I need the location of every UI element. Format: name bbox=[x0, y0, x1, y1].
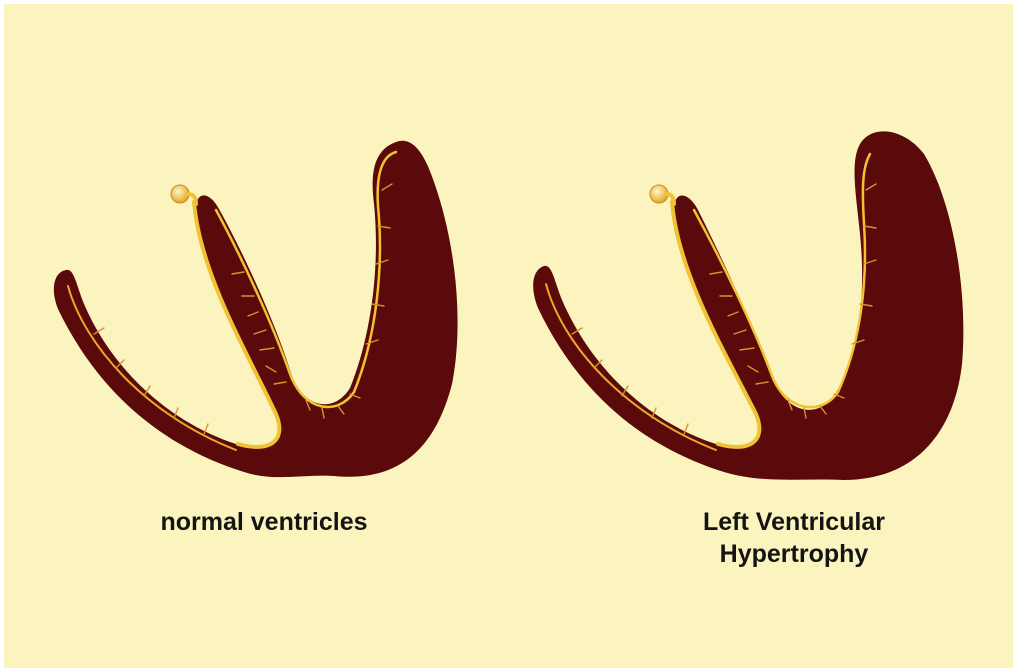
lvh-caption-line2: Hypertrophy bbox=[614, 538, 974, 570]
diagram-canvas: normal ventricles Left Ventricular Hyper… bbox=[4, 4, 1013, 668]
lvh-ventricle-muscle bbox=[533, 131, 963, 480]
normal-ventricle-muscle bbox=[54, 141, 458, 477]
lvh-caption: Left Ventricular Hypertrophy bbox=[614, 506, 974, 570]
normal-ventricles-caption: normal ventricles bbox=[104, 506, 424, 538]
lvh-right-wall-fibers bbox=[546, 284, 716, 450]
normal-ventricles-figure bbox=[54, 141, 458, 477]
lvh-ventricles-figure bbox=[533, 131, 963, 480]
lvh-caption-line1: Left Ventricular bbox=[614, 506, 974, 538]
